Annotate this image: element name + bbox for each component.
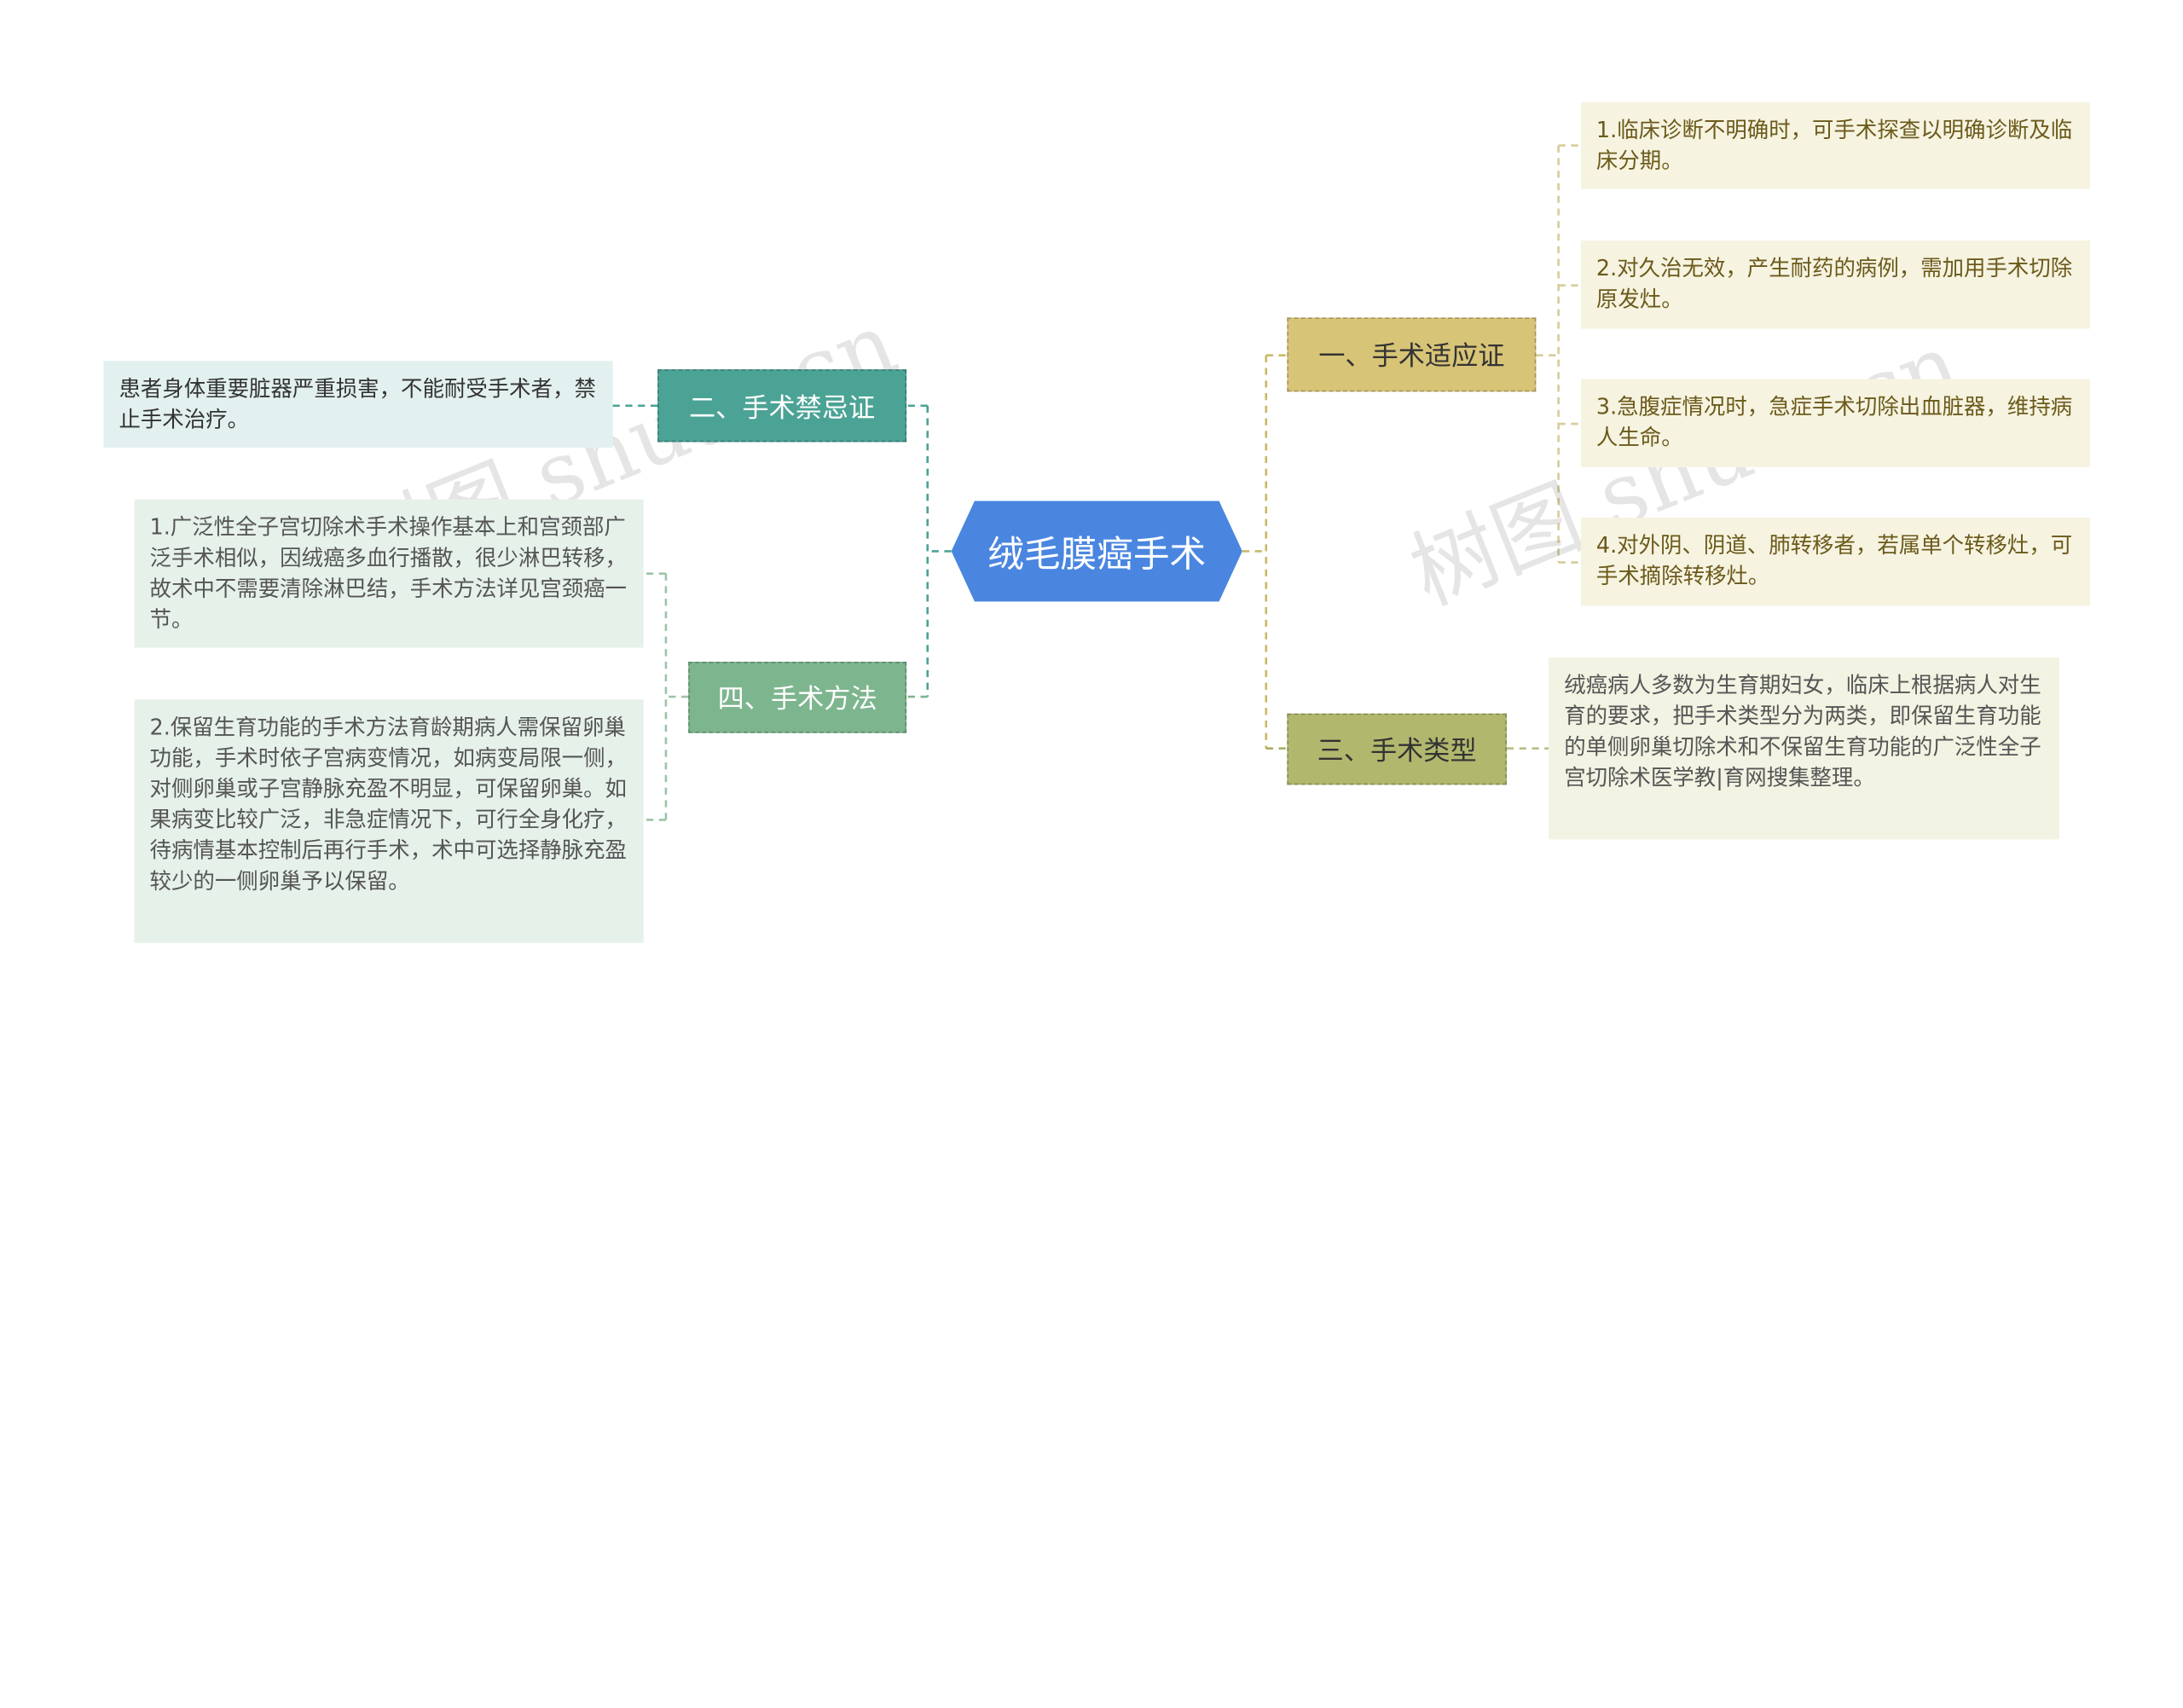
branch-label: 一、手术适应证 [1318,341,1505,373]
leaf-text: 患者身体重要脏器严重损害，不能耐受手术者，禁止手术治疗。 [119,376,596,432]
center-topic-label: 绒毛膜癌手术 [987,533,1207,576]
leaf-indication-1[interactable]: 1.临床诊断不明确时，可手术探查以明确诊断及临床分期。 [1580,101,2091,189]
leaf-text: 2.对久治无效，产生耐药的病例，需加用手术切除原发灶。 [1595,256,2073,312]
leaf-indication-4[interactable]: 4.对外阴、阴道、肺转移者，若属单个转移灶，可手术摘除转移灶。 [1580,518,2091,606]
leaf-text: 1.广泛性全子宫切除术手术操作基本上和宫颈部广泛手术相似，因绒癌多血行播散，很少… [149,514,628,633]
leaf-text: 绒癌病人多数为生育期妇女，临床上根据病人对生育的要求，把手术类型分为两类，即保留… [1564,673,2041,790]
leaf-indication-3[interactable]: 3.急腹症情况时，急症手术切除出血脏器，维持病人生命。 [1580,379,2091,467]
leaf-text: 4.对外阴、阴道、肺转移者，若属单个转移灶，可手术摘除转移灶。 [1595,533,2073,589]
leaf-text: 3.急腹症情况时，急症手术切除出血脏器，维持病人生命。 [1595,394,2073,451]
leaf-method-1[interactable]: 1.广泛性全子宫切除术手术操作基本上和宫颈部广泛手术相似，因绒癌多血行播散，很少… [134,499,644,648]
leaf-method-2[interactable]: 2.保留生育功能的手术方法育龄期病人需保留卵巢功能，手术时依子宫病变情况，如病变… [134,699,644,943]
branch-methods[interactable]: 四、手术方法 [688,662,907,733]
connector-lines [612,144,1581,821]
branch-types[interactable]: 三、手术类型 [1287,713,1507,785]
leaf-types[interactable]: 绒癌病人多数为生育期妇女，临床上根据病人对生育的要求，把手术类型分为两类，即保留… [1549,657,2059,840]
branch-label: 二、手术禁忌证 [688,392,876,424]
leaf-contraindication[interactable]: 患者身体重要脏器严重损害，不能耐受手术者，禁止手术治疗。 [103,361,613,448]
center-topic[interactable]: 绒毛膜癌手术 [951,501,1242,602]
branch-label: 四、手术方法 [717,684,877,715]
leaf-text: 2.保留生育功能的手术方法育龄期病人需保留卵巢功能，手术时依子宫病变情况，如病变… [149,715,628,895]
leaf-indication-2[interactable]: 2.对久治无效，产生耐药的病例，需加用手术切除原发灶。 [1580,240,2091,329]
branch-label: 三、手术类型 [1317,735,1477,767]
branch-indications[interactable]: 一、手术适应证 [1287,317,1537,392]
branch-contraindications[interactable]: 二、手术禁忌证 [657,369,907,443]
leaf-text: 1.临床诊断不明确时，可手术探查以明确诊断及临床分期。 [1595,117,2073,174]
